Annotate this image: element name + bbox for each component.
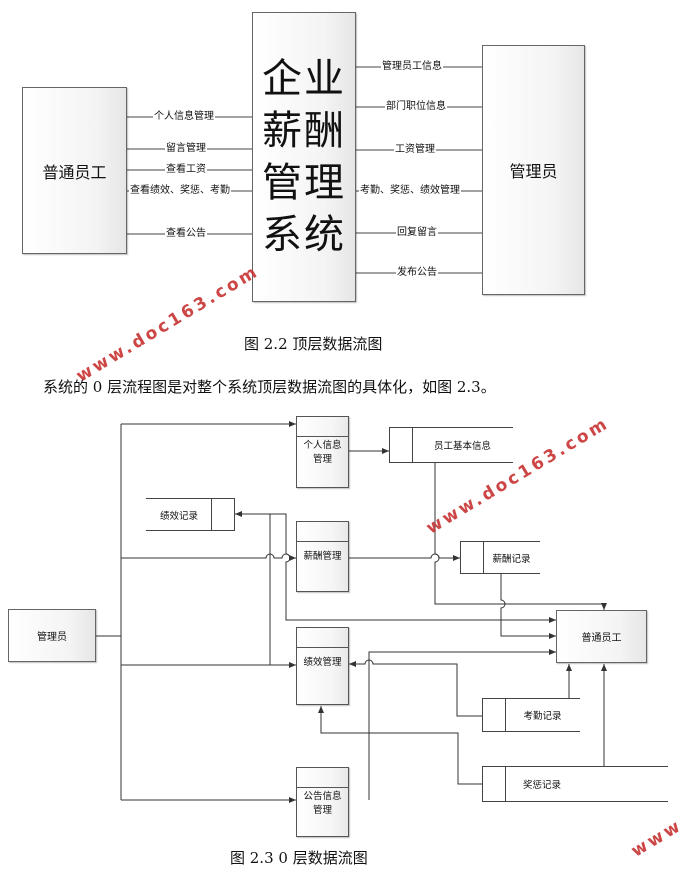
flow-label-reply-message: 回复留言 <box>396 227 438 239</box>
flow-label-view-performance: 查看绩效、奖惩、考勤 <box>129 185 231 197</box>
process-header <box>297 628 348 648</box>
process-performance: 绩效管理 <box>296 627 349 705</box>
store-index-cell <box>483 699 506 731</box>
store-reward-record: 奖惩记录 <box>482 766 668 802</box>
flow-label-manage-employee: 管理员工信息 <box>381 61 443 73</box>
process-announcement-label: 公告信息 管理 <box>297 788 348 818</box>
store-reward-record-label: 奖惩记录 <box>523 780 562 791</box>
store-employee-basic: 员工基本信息 <box>389 427 513 463</box>
entity-admin-l0-box: 管理员 <box>8 609 96 662</box>
store-attendance-record-label: 考勤记录 <box>523 711 562 722</box>
entity-employee-l0-label: 普通员工 <box>581 633 622 644</box>
process-header <box>297 522 348 542</box>
flow-label-attendance-manage: 考勤、奖惩、绩效管理 <box>359 185 461 197</box>
store-index-cell <box>483 767 506 801</box>
process-salary: 薪酬管理 <box>296 521 349 592</box>
store-salary-record-label: 薪酬记录 <box>492 553 531 565</box>
figure-2-3-caption: 图 2.3 0 层数据流图 <box>230 849 368 867</box>
process-salary-label: 薪酬管理 <box>303 551 342 562</box>
flow-label-personal-info: 个人信息管理 <box>153 111 215 123</box>
store-index-cell <box>211 499 234 530</box>
entity-admin-label: 管理员 <box>509 162 558 181</box>
store-performance-record: 绩效记录 <box>146 498 235 531</box>
process-announcement-line-2: 管理 <box>312 805 332 816</box>
flow-label-message: 留言管理 <box>165 143 207 155</box>
system-title-line-2: 薪酬 <box>262 108 346 154</box>
flow-label-salary-manage: 工资管理 <box>394 144 436 156</box>
system-box: 企业 薪酬 管理 系统 <box>252 12 356 302</box>
process-announcement-line-1: 公告信息 <box>303 791 342 802</box>
process-header <box>297 417 348 437</box>
process-performance-label: 绩效管理 <box>303 657 342 668</box>
store-attendance-record: 考勤记录 <box>482 698 580 732</box>
process-announcement: 公告信息 管理 <box>296 767 349 837</box>
system-title-line-4: 系统 <box>262 212 346 258</box>
store-salary-record: 薪酬记录 <box>460 541 540 574</box>
body-paragraph: 系统的 0 层流程图是对整个系统顶层数据流图的具体化，如图 2.3。 <box>43 378 496 396</box>
store-index-cell <box>461 542 484 573</box>
entity-employee-l0-box: 普通员工 <box>556 610 647 663</box>
process-header <box>297 768 348 788</box>
flow-label-publish-announcement: 发布公告 <box>396 267 438 279</box>
process-personal-info-line-1: 个人信息 <box>303 440 342 451</box>
system-title-line-3: 管理 <box>262 160 346 206</box>
flow-label-dept-position: 部门职位信息 <box>385 101 447 113</box>
entity-employee-label: 普通员工 <box>42 162 107 182</box>
store-employee-basic-label: 员工基本信息 <box>433 441 491 452</box>
entity-employee-box: 普通员工 <box>22 87 127 254</box>
flow-label-view-announcement: 查看公告 <box>165 228 207 240</box>
system-title-line-1: 企业 <box>262 56 346 102</box>
entity-admin-l0-label: 管理员 <box>37 632 67 643</box>
flow-label-view-salary: 查看工资 <box>165 164 207 176</box>
process-personal-info: 个人信息 管理 <box>296 416 349 488</box>
entity-admin-box: 管理员 <box>482 45 585 295</box>
store-performance-record-label: 绩效记录 <box>159 510 198 522</box>
store-index-cell <box>390 428 413 462</box>
figure-2-2-caption: 图 2.2 顶层数据流图 <box>244 335 383 353</box>
process-personal-info-label: 个人信息 管理 <box>297 437 348 467</box>
process-personal-info-line-2: 管理 <box>312 454 332 465</box>
